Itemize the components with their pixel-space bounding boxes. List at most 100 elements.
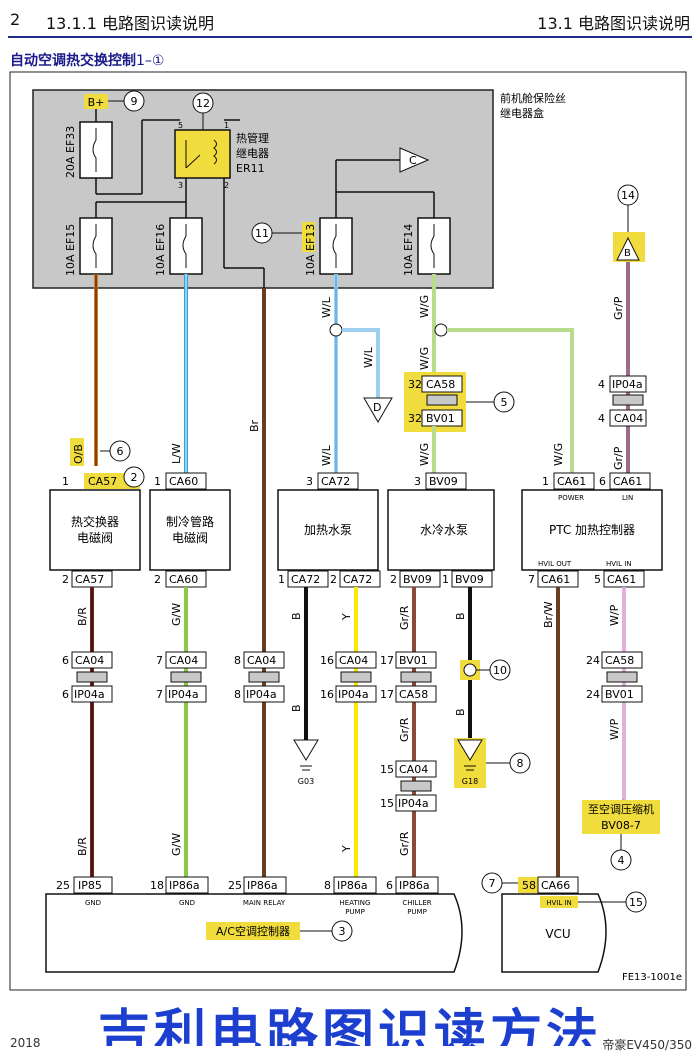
compressor-label-2: BV08-7 [601,819,641,832]
pin-label-gnd-1: GND [85,899,101,907]
wire-gw-label-1: G/W [170,603,183,626]
callout-9-num: 9 [131,95,138,108]
pin-ip86a-18: 18 [150,879,164,892]
inline-ca04-ip04a-6 [71,651,113,703]
pin-bv01-17: 17 [380,654,394,667]
pin-ip04a-8: 8 [234,688,241,701]
conn-ca58-24: CA58 [605,654,634,667]
conn-ip04a-8: IP04a [246,688,277,701]
pin-ca61-7: 7 [528,573,535,586]
wire-wg-ptc-label: W/G [552,443,565,466]
fuse-ef15 [79,217,113,275]
subtitle-suffix: 1–① [136,53,165,69]
pin-label-heating-1: HEATING [340,899,371,907]
pin-label-chiller-2: PUMP [407,908,427,916]
ptc-lin-label: LIN [622,494,633,502]
conn-ip04a-15: IP04a [398,797,429,810]
conn-bv09-b2: BV09 [403,573,432,586]
heating-water-pump [277,489,379,571]
wire-b-label-2: B [290,704,303,712]
pin-ca60-2: 2 [154,573,161,586]
vcu [501,893,607,973]
pin-ca04-8: 8 [234,654,241,667]
ptc-label: PTC 加热控制器 [549,523,635,537]
ptc-power-label: POWER [558,494,584,502]
pin-ip86a-25: 25 [228,879,242,892]
section-title-left: 13.1.1 电路图识读说明 [46,14,214,33]
fuse-ef13-label: 10A EF13 [304,224,317,276]
ground-g18 [457,739,483,761]
fuse-ef14 [417,217,451,275]
b-plus-label: B+ [88,96,105,109]
section-title-right: 13.1 电路图识读说明 [537,14,690,33]
water-cooling-pump [387,489,495,571]
b-plus-tag [84,94,108,109]
ground-g03-label: G03 [298,777,314,786]
wire-br-label: Br [248,419,261,432]
water-pump-label: 水冷水泵 [420,523,468,537]
heat-ex-label-1: 热交换器 [71,514,119,529]
inline-ca04-ip04a-8 [243,651,285,703]
callout-6 [109,440,131,462]
wiring-diagram: 前机舱保险丝 继电器盒 B+ 9 20A EF33 12 5 1 3 2 热管理… [9,71,687,991]
pin-ca58-17: 17 [380,688,394,701]
watermark: 吉利电路图识读方法 [97,1005,602,1046]
pin-ip04a-7: 7 [156,688,163,701]
pin-bv01-24: 24 [586,688,600,701]
pin-ca66-58: 58 [522,879,536,892]
connector-b [616,236,640,261]
callout-10 [489,659,511,681]
splice-wg [434,323,448,337]
pin-ca58-32: 32 [408,378,422,391]
wire-wp-label-2: W/P [608,718,621,740]
compressor-tag [582,800,660,834]
ground-g03 [293,739,319,761]
diagram-subtitle: 自动空调热交换控制1–① [10,50,164,70]
fuse-ef16 [169,217,203,275]
conn-ip86a-18: IP86a [169,879,200,892]
wire-b-label-4: B [454,708,467,716]
footer-model: 帝豪EV450/350 [602,1038,692,1052]
inline-ca04-ip04a-15 [395,760,437,812]
conn-ip04a-4: IP04a [612,378,643,391]
conn-ca04-15: CA04 [399,763,428,776]
conn-ca04-4: CA04 [614,412,643,425]
pin-ca04-16: 16 [320,654,334,667]
pin-label-chiller-1: CHILLER [402,899,431,907]
fuse-ef33-label: 20A EF33 [64,126,77,178]
conn-ip86a-8: IP86a [337,879,368,892]
callout-15-num: 15 [629,896,643,909]
inline-ca58-bv01-24 [601,651,643,703]
relay-er11 [174,129,231,179]
ptc-controller [521,489,663,571]
ptc-hvil-out-label: HVIL OUT [538,560,572,568]
conn-ca57-bot: CA57 [75,573,104,586]
conn-ca61-5: CA61 [607,573,636,586]
wire-grp-mid-label: Gr/P [612,446,625,470]
conn-ca57-top: CA57 [88,475,117,488]
wire-gw-label-2: G/W [170,833,183,856]
pin-ca72-2: 2 [330,573,337,586]
conn-ca72-top: CA72 [321,475,350,488]
splice-g18 [463,663,477,677]
callout-3 [331,920,353,942]
page-header: 2 13.1.1 电路图识读说明 13.1 电路图识读说明 [0,0,700,44]
pin-ip04a-6: 6 [62,688,69,701]
relay-pin-1: 1 [224,121,229,130]
conn-bv09-b1: BV09 [455,573,484,586]
callout-9 [123,90,145,112]
vcu-hvil-in-label: HVIL IN [546,899,572,907]
conn-ip04a-7: IP04a [168,688,199,701]
header-rule [8,36,692,38]
pin-ca58-24: 24 [586,654,600,667]
callout-7-num: 7 [489,877,496,890]
wire-br-r-label-1: B/R [76,607,89,626]
wire-y-label-1: Y [340,613,353,621]
conn-ip86a-6: IP86a [399,879,430,892]
ground-g18-label: G18 [462,777,478,786]
wire-grr-label-2: Gr/R [398,717,411,742]
conn-ca60-bot: CA60 [169,573,198,586]
pin-label-main-relay: MAIN RELAY [243,899,286,907]
wire-grr-label-3: Gr/R [398,831,411,856]
conn-ca61-7: CA61 [541,573,570,586]
